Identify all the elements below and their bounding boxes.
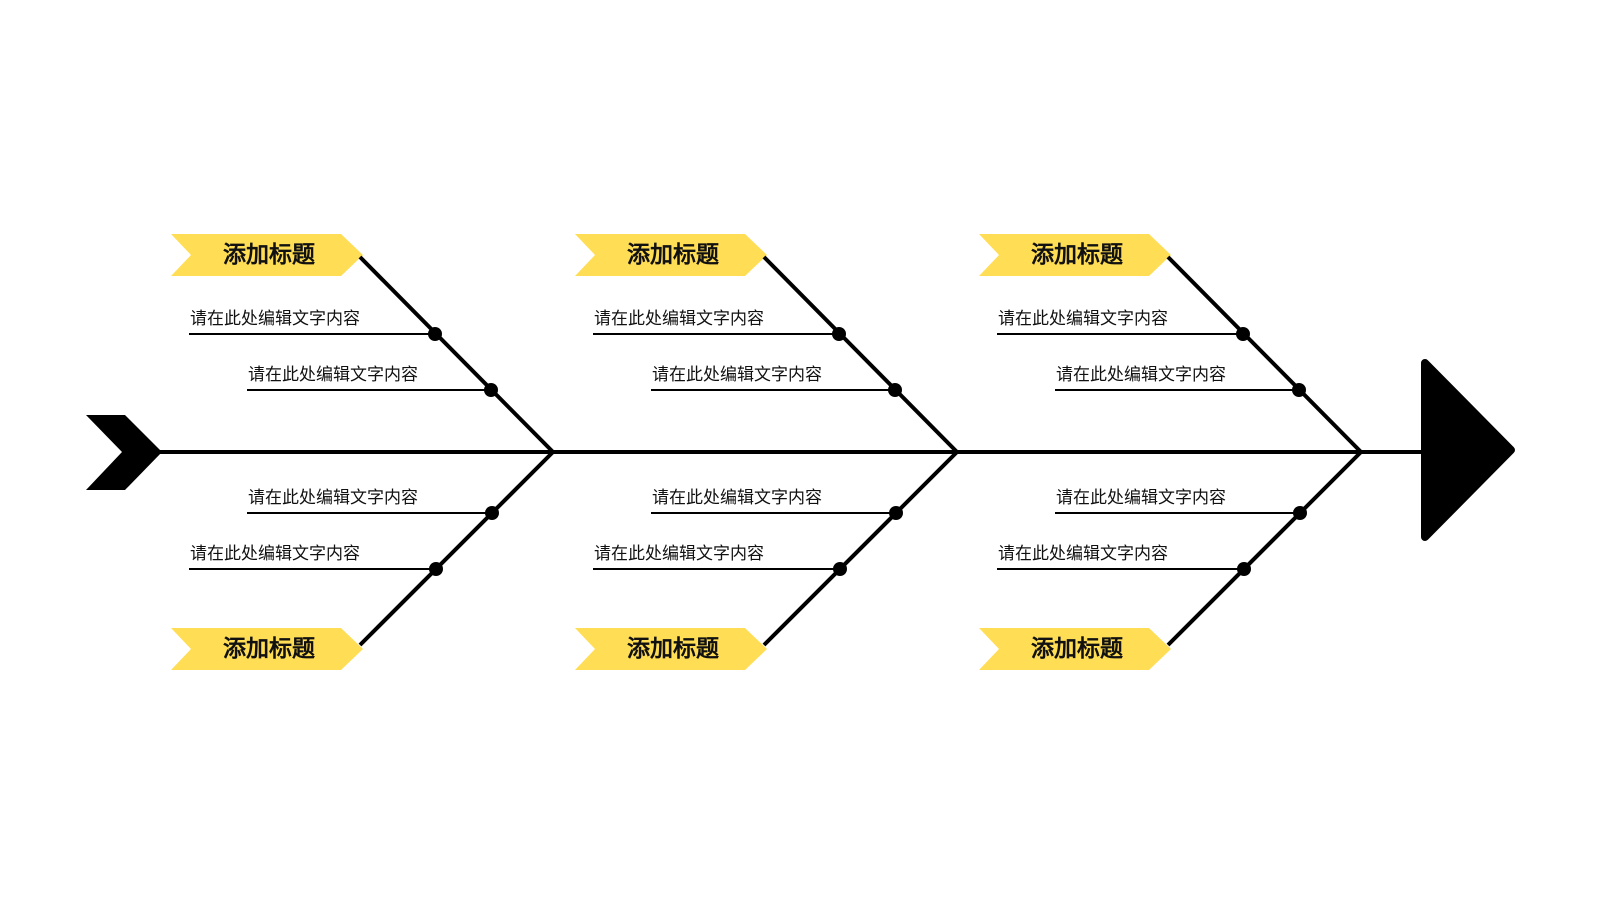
title-banner-bottom-2 xyxy=(979,628,1171,670)
cause-label-1-3: 请在此处编辑文字内容 xyxy=(594,544,764,564)
cause-label-1-1: 请在此处编辑文字内容 xyxy=(652,365,822,385)
section-title-bottom-1: 添加标题 xyxy=(627,636,719,662)
branch-dot-2-0 xyxy=(1236,327,1250,341)
title-banner-top-0 xyxy=(171,234,363,276)
title-banner-bottom-1 xyxy=(575,628,767,670)
fish-head-arrow-icon xyxy=(1421,359,1515,541)
cause-label-0-0: 请在此处编辑文字内容 xyxy=(190,309,360,329)
title-banner-bottom-0 xyxy=(171,628,363,670)
cause-label-1-0: 请在此处编辑文字内容 xyxy=(594,309,764,329)
branch-dot-2-1 xyxy=(1292,383,1306,397)
cause-label-0-3: 请在此处编辑文字内容 xyxy=(190,544,360,564)
branch-dot-1-0 xyxy=(832,327,846,341)
bone-top-2 xyxy=(1166,255,1363,454)
branch-dot-0-3 xyxy=(429,562,443,576)
bone-bottom-0 xyxy=(358,450,555,647)
branch-dot-1-3 xyxy=(833,562,847,576)
cause-label-0-1: 请在此处编辑文字内容 xyxy=(248,365,418,385)
bone-top-0 xyxy=(358,255,555,454)
cause-label-2-2: 请在此处编辑文字内容 xyxy=(1056,488,1226,508)
bone-top-1 xyxy=(762,255,959,454)
bone-bottom-1 xyxy=(762,450,959,647)
cause-label-0-2: 请在此处编辑文字内容 xyxy=(248,488,418,508)
branch-dot-1-2 xyxy=(889,506,903,520)
cause-label-2-0: 请在此处编辑文字内容 xyxy=(998,309,1168,329)
cause-label-1-2: 请在此处编辑文字内容 xyxy=(652,488,822,508)
branch-dot-0-0 xyxy=(428,327,442,341)
bone-bottom-2 xyxy=(1166,450,1363,647)
fish-tail-chevron-icon xyxy=(86,415,162,490)
section-title-bottom-0: 添加标题 xyxy=(223,636,315,662)
section-title-bottom-2: 添加标题 xyxy=(1031,636,1123,662)
section-title-top-0: 添加标题 xyxy=(223,242,315,268)
branch-dot-2-2 xyxy=(1293,506,1307,520)
branch-dot-0-1 xyxy=(484,383,498,397)
title-banner-top-1 xyxy=(575,234,767,276)
branch-dot-0-2 xyxy=(485,506,499,520)
branch-dot-1-1 xyxy=(888,383,902,397)
cause-label-2-1: 请在此处编辑文字内容 xyxy=(1056,365,1226,385)
title-banner-top-2 xyxy=(979,234,1171,276)
section-title-top-1: 添加标题 xyxy=(627,242,719,268)
cause-label-2-3: 请在此处编辑文字内容 xyxy=(998,544,1168,564)
branch-dot-2-3 xyxy=(1237,562,1251,576)
section-title-top-2: 添加标题 xyxy=(1031,242,1123,268)
